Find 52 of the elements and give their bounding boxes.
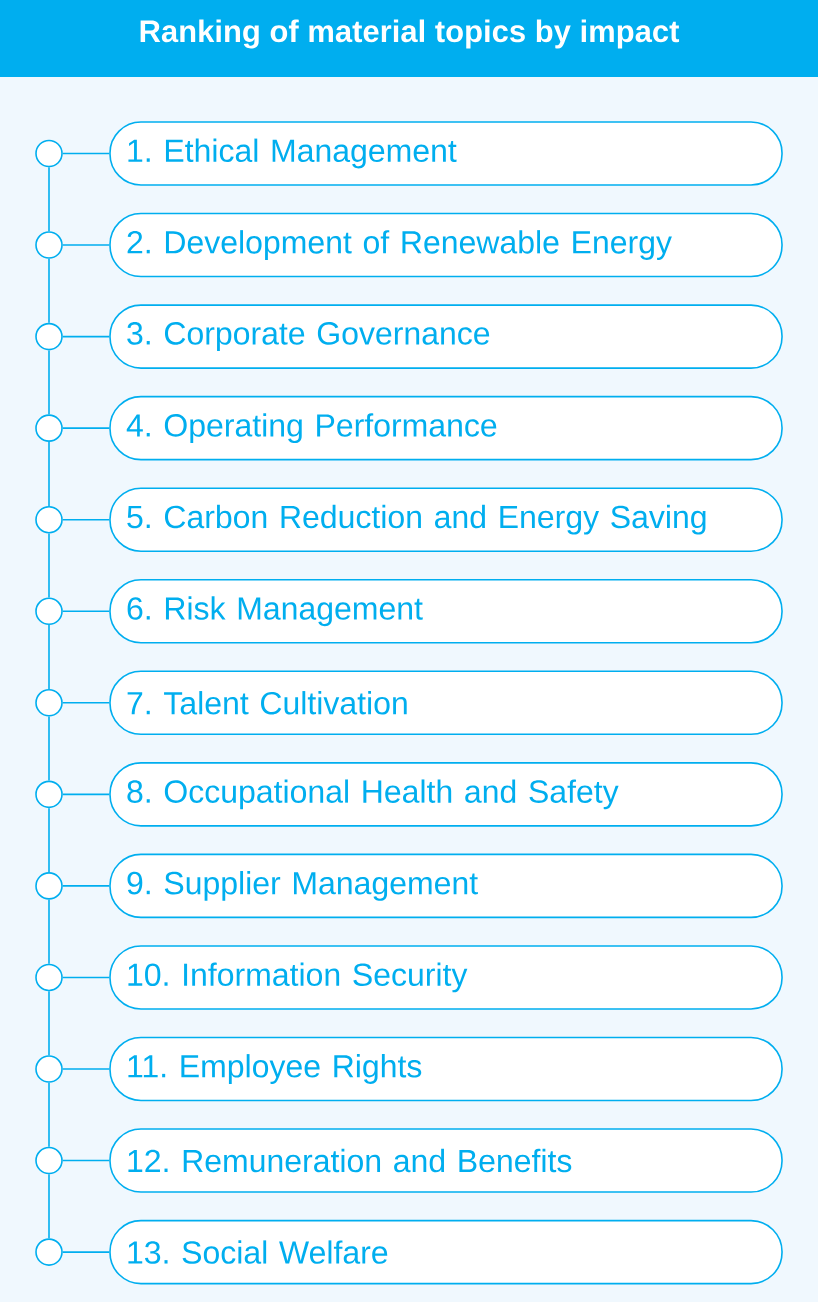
topic-box: 10. Information Security xyxy=(109,945,783,1010)
title-bar: Ranking of material topics by impact xyxy=(0,0,818,77)
topic-box: 6. Risk Management xyxy=(109,578,783,644)
topic-box: 1. Ethical Management xyxy=(109,121,783,186)
circle-marker xyxy=(35,322,63,351)
topic-box: 12. Remuneration and Benefits xyxy=(109,1128,783,1193)
circle-marker xyxy=(35,597,63,626)
circle-marker xyxy=(35,963,63,992)
connector-line xyxy=(62,518,110,521)
connector-line xyxy=(62,335,110,338)
connector-line xyxy=(62,427,110,429)
circle-marker xyxy=(35,505,63,534)
connector-line xyxy=(62,885,110,887)
topic-box: 3. Corporate Governance xyxy=(109,304,783,369)
circle-marker xyxy=(35,1146,63,1175)
connector-line xyxy=(48,624,50,690)
circle-marker xyxy=(35,1055,63,1083)
connector-line xyxy=(62,1159,110,1162)
connector-line xyxy=(62,793,110,796)
circle-marker xyxy=(35,689,63,717)
connector-line xyxy=(48,1173,50,1240)
connector-line xyxy=(62,152,110,155)
topic-box: 4. Operating Performance xyxy=(109,395,783,461)
connector-line xyxy=(62,244,110,246)
circle-marker xyxy=(35,872,63,900)
topic-box: 5. Carbon Reduction and Energy Saving xyxy=(109,487,783,552)
connector-line xyxy=(62,610,110,613)
connector-line xyxy=(48,1082,50,1148)
topic-box: 13. Social Welfare xyxy=(109,1219,783,1285)
connector-line xyxy=(62,1251,110,1253)
connector-line xyxy=(48,532,50,599)
connector-line xyxy=(62,976,110,979)
connector-line xyxy=(48,349,50,416)
connector-line xyxy=(48,166,50,233)
connector-line xyxy=(48,441,50,507)
topic-box: 9. Supplier Management xyxy=(109,853,783,919)
connector-line xyxy=(48,990,50,1056)
connector-line xyxy=(48,258,50,324)
circle-marker xyxy=(35,780,63,809)
circle-marker xyxy=(35,1238,63,1266)
topic-box: 11. Employee Rights xyxy=(109,1036,783,1102)
circle-marker xyxy=(35,139,63,168)
connector-line xyxy=(62,702,110,704)
connector-line xyxy=(48,807,50,873)
connector-line xyxy=(62,1068,110,1070)
topic-box: 8. Occupational Health and Safety xyxy=(109,762,783,827)
topic-box: 2. Development of Renewable Energy xyxy=(109,212,783,278)
circle-marker xyxy=(35,231,63,259)
connector-line xyxy=(48,898,50,965)
connector-line xyxy=(48,715,50,782)
circle-marker xyxy=(35,414,63,442)
topic-box: 7. Talent Cultivation xyxy=(109,670,783,736)
